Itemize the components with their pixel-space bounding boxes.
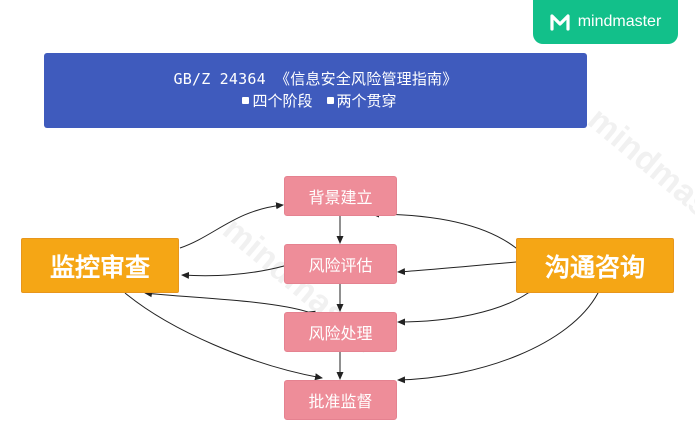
step-risk-treatment: 风险处理 [284, 312, 397, 352]
bullet-icon [326, 97, 334, 104]
arrow-right-to-step2 [397, 257, 524, 276]
step-approval-supervision: 批准监督 [284, 380, 397, 420]
title-text: GB/Z 24364 《信息安全风险管理指南》 [173, 70, 458, 88]
arrow-right-to-step4 [397, 285, 605, 384]
arrow-right-to-step3 [397, 286, 536, 326]
title-banner: GB/Z 24364 《信息安全风险管理指南》 四个阶段 两个贯穿 [44, 53, 587, 128]
brand-badge: mindmaster [533, 0, 678, 44]
subtitle-text: 四个阶段 两个贯穿 [44, 90, 587, 112]
mindmaster-logo-icon [550, 13, 570, 31]
arrow-left-to-step1 [179, 202, 284, 249]
bullet-icon [242, 97, 250, 104]
arrow-step2-to-left [181, 260, 292, 279]
arrow-step3-to-left [144, 290, 316, 318]
subtitle-item-stages: 四个阶段 [252, 92, 313, 110]
subtitle-item-throughout: 两个贯穿 [336, 92, 397, 110]
arrow-left-to-step4 [124, 292, 323, 381]
step-risk-assessment: 风险评估 [284, 244, 397, 284]
brand-name: mindmaster [577, 13, 662, 30]
communication-consult-box: 沟通咨询 [516, 238, 674, 293]
step-context-establishment: 背景建立 [284, 176, 397, 216]
arrow-right-to-step1 [371, 210, 524, 256]
monitor-review-box: 监控审查 [21, 238, 179, 293]
